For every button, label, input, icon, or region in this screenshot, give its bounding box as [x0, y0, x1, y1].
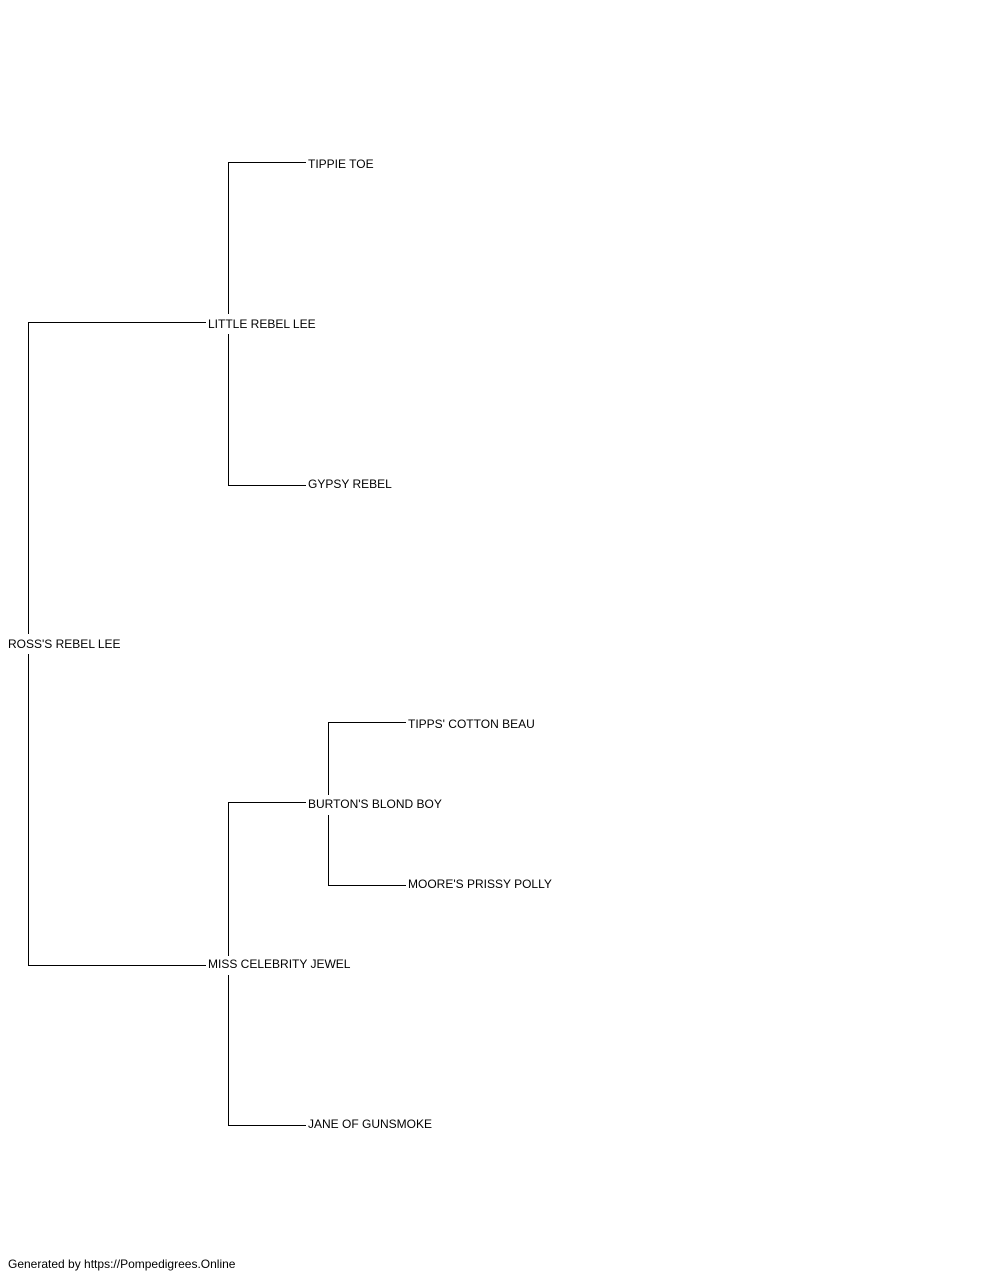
- dam-sire-dam-name: MOORE'S PRISSY POLLY: [408, 877, 552, 891]
- sire-name: LITTLE REBEL LEE: [208, 317, 316, 331]
- dam-name: MISS CELEBRITY JEWEL: [208, 957, 351, 971]
- subject-name: ROSS'S REBEL LEE: [8, 637, 121, 651]
- connector-dam-sire-dam: [328, 815, 406, 886]
- dam-dam-name: JANE OF GUNSMOKE: [308, 1117, 433, 1131]
- connector-dam-sire: [228, 802, 306, 956]
- dam-sire-name: BURTON'S BLOND BOY: [308, 797, 442, 811]
- dam-sire-sire-name: TIPPS' COTTON BEAU: [408, 717, 535, 731]
- connector-subject-dam: [28, 654, 206, 966]
- connector-dam-sire-sire: [328, 722, 406, 795]
- sire-sire-name: TIPPIE TOE: [308, 157, 374, 171]
- connector-sire-dam: [228, 334, 306, 486]
- connector-sire-sire: [228, 162, 306, 314]
- sire-dam-name: GYPSY REBEL: [308, 477, 392, 491]
- footer-credit: Generated by https://Pompedigrees.Online: [8, 1257, 236, 1271]
- connector-subject-sire: [28, 322, 206, 634]
- connector-dam-dam: [228, 975, 306, 1126]
